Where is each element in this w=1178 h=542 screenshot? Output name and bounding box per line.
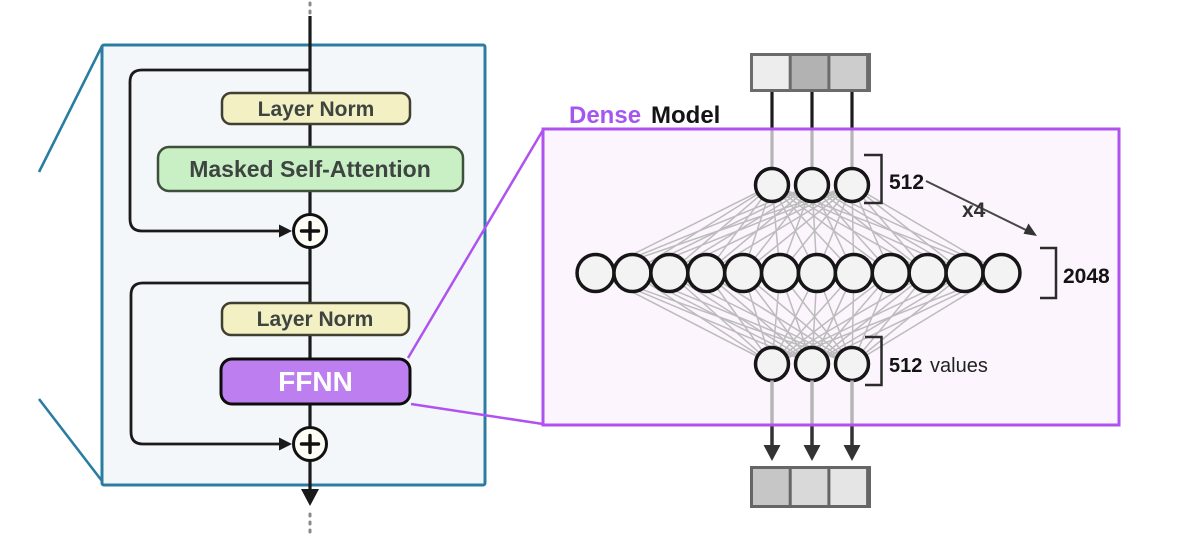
mesh-line	[851, 184, 966, 274]
hidden-neuron	[833, 252, 875, 294]
mesh-line	[742, 184, 853, 274]
skip-connection-1	[128, 68, 310, 233]
layer-norm-1-label: Layer Norm	[258, 98, 375, 121]
output-arrowhead	[843, 445, 861, 461]
hidden-neuron	[686, 252, 727, 294]
input-layer-size-label: 512	[889, 171, 924, 194]
hidden-layer-size-label: 2048	[1063, 265, 1110, 288]
dense-model-title-rest: Model	[651, 102, 720, 129]
output-layer-size-suffix: values	[930, 355, 988, 377]
callout-connector-bottom	[410, 402, 544, 426]
mesh-line	[632, 272, 773, 365]
input-layer-bracket	[864, 153, 883, 205]
output-layer-size-label: 512	[889, 355, 922, 377]
masked-self-attention-box	[156, 145, 465, 193]
masked-self-attention-label: Masked Self-Attention	[189, 156, 431, 182]
hidden-neuron	[649, 252, 690, 294]
mesh-line	[771, 272, 892, 365]
ffnn-box	[219, 357, 412, 406]
input-neuron	[793, 166, 831, 204]
callout-connector-top	[406, 129, 545, 359]
skip-arrowhead-1	[279, 224, 292, 238]
multiplier-label: x4	[962, 199, 986, 222]
output-flow-arrowhead	[301, 489, 319, 506]
hidden-neuron	[907, 252, 948, 294]
zoom-callout-line-top-left	[37, 45, 104, 173]
output-arrows	[763, 380, 861, 461]
hidden-neuron	[722, 252, 764, 294]
hidden-layer-bracket	[1040, 246, 1058, 300]
ffnn-label: FFNN	[278, 366, 353, 397]
mesh-line	[771, 272, 855, 365]
token-cell	[791, 56, 828, 89]
output-neuron	[753, 345, 791, 383]
output-neuron	[833, 345, 871, 383]
output-arrowhead	[763, 445, 781, 461]
token-cell	[830, 56, 867, 89]
hidden-neuron	[981, 252, 1022, 294]
dense-model: Dense Model 512 x4 2048 512 values	[541, 53, 1121, 508]
token-cell	[753, 469, 789, 505]
hidden-neuron	[612, 252, 653, 294]
hidden-neuron	[759, 252, 801, 294]
neuron-layers	[575, 166, 1022, 383]
skip-connection-2	[129, 281, 310, 446]
multiplier-arrow-shaft	[925, 180, 1029, 232]
layer-norm-1-box	[220, 91, 412, 126]
transformer-block: Layer Norm Masked Self-Attention Layer N…	[37, 1, 545, 536]
mesh-line	[705, 272, 813, 365]
output-neuron	[793, 345, 831, 383]
token-cell	[830, 469, 867, 505]
input-token-strip	[750, 53, 871, 92]
mesh-line	[811, 184, 929, 274]
input-neuron	[753, 166, 791, 204]
dense-model-title-accent: Dense	[569, 102, 641, 129]
output-arrowhead	[803, 445, 821, 461]
mesh-line	[742, 272, 853, 365]
token-input-lines	[770, 91, 854, 171]
mesh-line	[668, 272, 773, 365]
hidden-neuron	[944, 252, 985, 294]
token-cell	[753, 56, 789, 89]
input-neuron	[833, 166, 871, 204]
mesh-line	[771, 184, 892, 274]
hidden-neuron	[870, 252, 911, 294]
hidden-neuron	[796, 252, 838, 294]
layer-norm-2-box	[220, 301, 411, 337]
layer-norm-2-label: Layer Norm	[257, 308, 374, 331]
skip-arrowhead-2	[279, 437, 292, 451]
zoom-callout-line-bottom-left	[37, 398, 104, 482]
output-layer-bracket	[865, 335, 883, 387]
token-cell	[791, 469, 828, 505]
output-token-strip	[750, 466, 871, 508]
multiplier-arrowhead	[1023, 223, 1037, 236]
hidden-neuron	[575, 252, 616, 294]
